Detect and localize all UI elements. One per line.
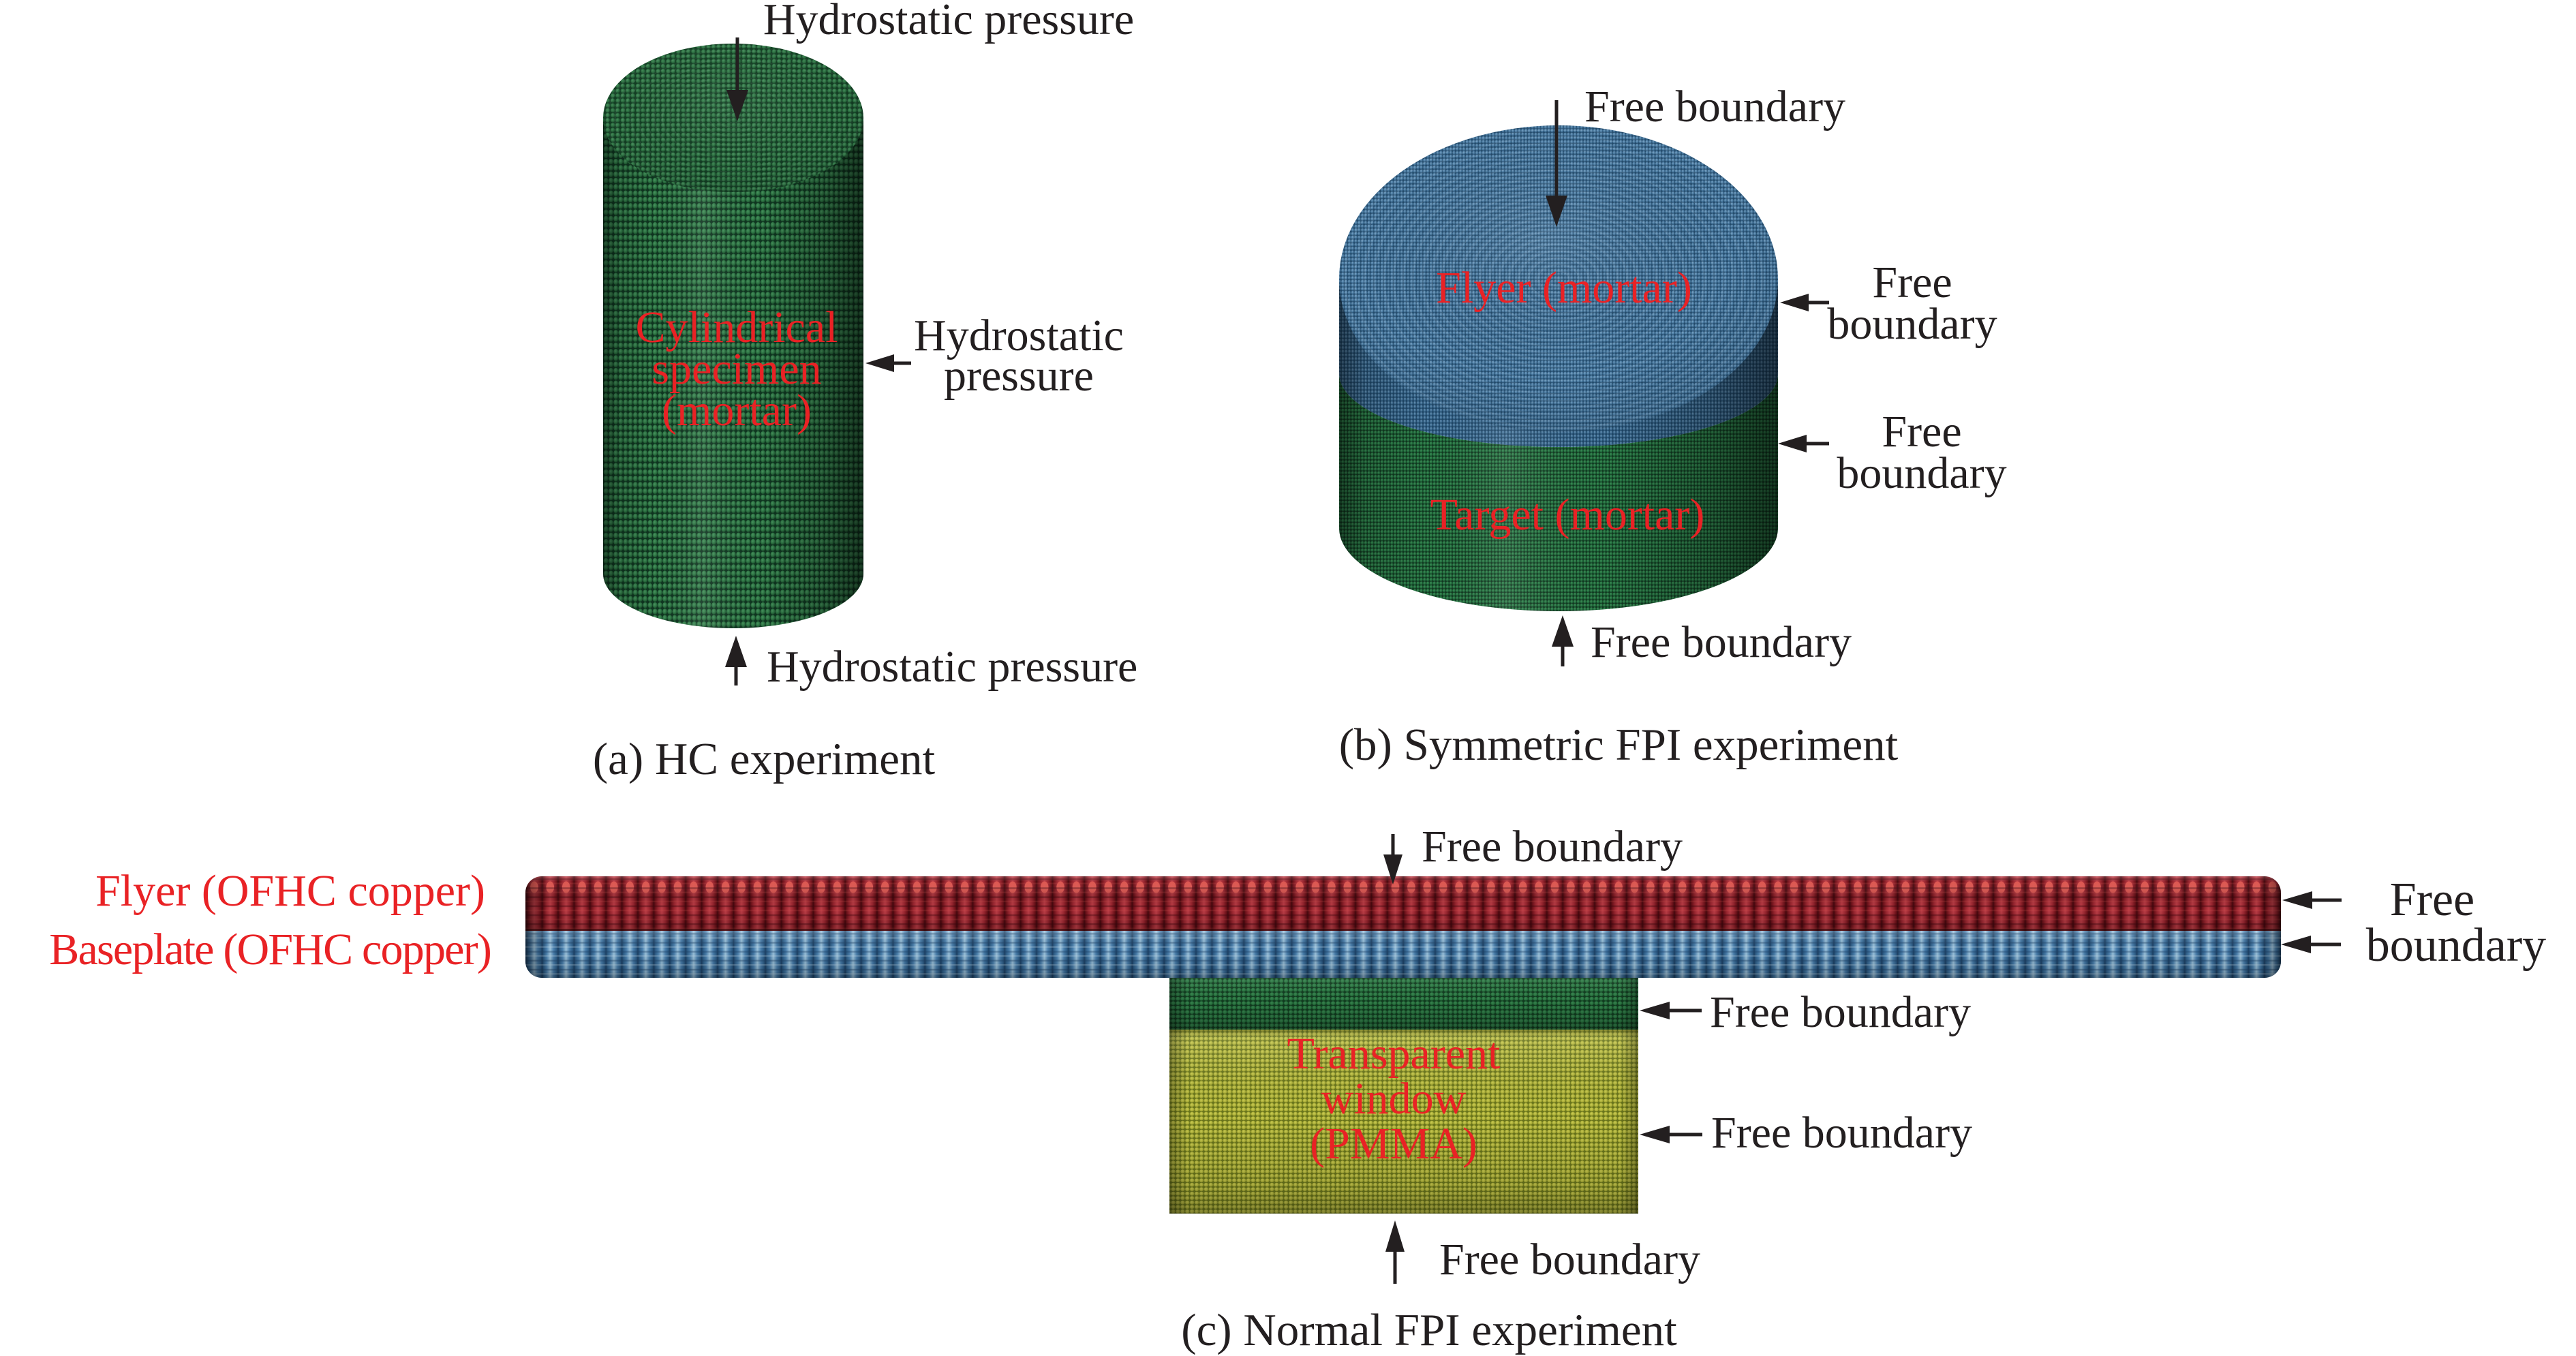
panel-c-top-label: Free boundary (1422, 822, 1683, 872)
free-boundary-arrow-top-icon (1546, 100, 1567, 227)
pressure-arrow-top-icon (726, 37, 748, 121)
flyer-copper-label: Flyer (OFHC copper) (95, 866, 485, 916)
target-mortar-label: Target (mortar) (1430, 490, 1705, 540)
fpi-cylinder-model (1339, 125, 1778, 611)
free-boundary-arrow-c-top-icon (1383, 834, 1402, 884)
free-boundary-arrow-c-bottom-icon (1385, 1220, 1405, 1284)
panel-a-caption: (a) HC experiment (592, 734, 936, 784)
panel-a-bottom-label: Hydrostatic pressure (767, 642, 1138, 692)
hc-cylinder-model (603, 44, 863, 628)
free-boundary-arrow-bottom-icon (1552, 615, 1574, 666)
free-boundary-arrow-c-right-upper-icon (2282, 891, 2342, 909)
panel-b-caption: (b) Symmetric FPI experiment (1338, 720, 1899, 770)
panel-c-bottom-label: Free boundary (1439, 1235, 1701, 1284)
pressure-arrow-side-icon (865, 354, 911, 372)
flyer-mortar-label: Flyer (mortar) (1436, 263, 1692, 313)
panel-b-bottom-label: Free boundary (1591, 617, 1852, 667)
free-boundary-arrow-right-upper-icon (1780, 294, 1829, 311)
free-boundary-arrow-specimen-icon (1640, 1002, 1702, 1019)
pressure-arrow-bottom-icon (725, 636, 747, 685)
panel-b-top-label: Free boundary (1584, 82, 1846, 132)
free-boundary-arrow-right-lower-icon (1778, 435, 1829, 452)
panel-c-caption: (c) Normal FPI experiment (1181, 1305, 1677, 1355)
panel-a-top-label: Hydrostatic pressure (763, 0, 1135, 44)
free-boundary-arrow-window-icon (1640, 1126, 1702, 1143)
panel-c-window-side-label: Free boundary (1711, 1108, 1973, 1158)
panel-c-specimen-side-label: Free boundary (1710, 987, 1972, 1037)
free-boundary-arrow-c-right-lower-icon (2281, 936, 2341, 953)
normal-fpi-model (525, 876, 2281, 1214)
baseplate-copper-label: Baseplate (OFHC copper) (49, 925, 492, 974)
